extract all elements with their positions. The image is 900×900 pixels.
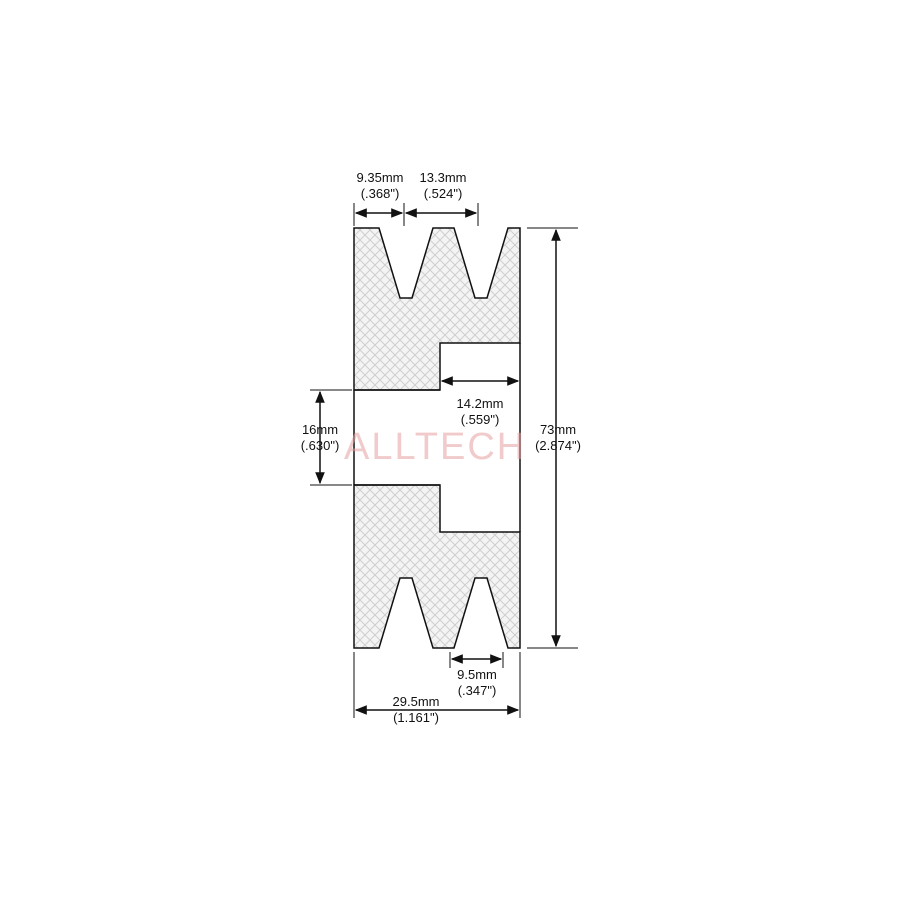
label-overall-diameter: 73mm (2.874") bbox=[526, 422, 590, 454]
label-bore-mm: 16mm bbox=[301, 422, 339, 437]
label-hub-recess-mm: 14.2mm bbox=[456, 396, 504, 411]
label-bore-in: (.630") bbox=[300, 438, 340, 453]
label-groove-top-left-in: (.368") bbox=[360, 186, 400, 201]
label-overall-width-in: (1.161") bbox=[393, 710, 439, 725]
label-hub-recess-in: (.559") bbox=[460, 412, 500, 427]
label-bore: 16mm (.630") bbox=[285, 422, 355, 454]
dimension-arrows bbox=[315, 208, 561, 715]
label-overall-diameter-in: (2.874") bbox=[535, 438, 581, 453]
pulley-upper-half bbox=[353, 227, 521, 391]
label-overall-diameter-mm: 73mm bbox=[539, 422, 577, 437]
label-hub-recess: 14.2mm (.559") bbox=[442, 396, 518, 428]
label-overall-width-mm: 29.5mm bbox=[392, 694, 440, 709]
label-groove-bottom-mm: 9.5mm bbox=[457, 667, 497, 682]
label-groove-pitch-in: (.524") bbox=[423, 186, 463, 201]
label-overall-width: 29.5mm (1.161") bbox=[376, 694, 456, 726]
extension-lines bbox=[310, 203, 578, 718]
label-groove-pitch-mm: 13.3mm bbox=[419, 170, 467, 185]
label-groove-bottom-in: (.347") bbox=[457, 683, 497, 698]
label-groove-pitch: 13.3mm (.524") bbox=[405, 170, 481, 202]
label-groove-bottom: 9.5mm (.347") bbox=[442, 667, 512, 699]
label-groove-top-left: 9.35mm (.368") bbox=[340, 170, 420, 202]
label-groove-top-left-mm: 9.35mm bbox=[356, 170, 404, 185]
pulley-lower-half bbox=[353, 484, 521, 649]
